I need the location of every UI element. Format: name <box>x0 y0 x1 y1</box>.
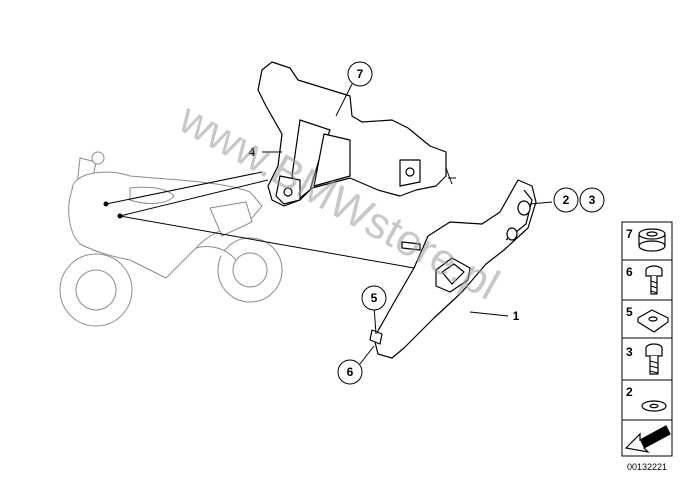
callout-5: 5 <box>361 285 387 311</box>
callout-label: 1 <box>513 309 520 323</box>
callout-label: 5 <box>371 291 378 305</box>
mount-point-dot <box>117 213 123 219</box>
callout-7: 7 <box>347 61 373 87</box>
callout-label: 7 <box>357 67 364 81</box>
direction-arrow-icon <box>624 425 671 453</box>
callout-label: 2 <box>563 193 570 207</box>
callout-4: 4 <box>249 145 256 159</box>
callout-3: 3 <box>579 187 605 213</box>
clip-nut-icon <box>637 309 669 333</box>
callout-label: 3 <box>589 193 596 207</box>
washer-icon <box>641 400 667 412</box>
callout-6: 6 <box>337 359 363 385</box>
screw-icon <box>645 265 663 295</box>
legend-label: 7 <box>626 227 633 241</box>
leader-lines <box>103 83 553 365</box>
upper-bracket <box>257 61 456 207</box>
callout-1: 1 <box>513 309 520 323</box>
callout-label: 6 <box>347 365 354 379</box>
mount-point-dot <box>103 201 109 207</box>
grommet-icon <box>638 228 666 252</box>
legend-label: 5 <box>626 305 633 319</box>
callout-2: 2 <box>553 187 579 213</box>
legend-label: 3 <box>626 345 633 359</box>
motorcycle-outline <box>59 151 283 327</box>
legend-label: 6 <box>626 265 633 279</box>
legend-label: 2 <box>626 385 633 399</box>
parts-legend: 7 6 5 3 2 <box>621 221 673 472</box>
reference-number: 00132221 <box>627 462 667 472</box>
callout-label: 4 <box>249 145 256 159</box>
hex-socket-screw-icon <box>645 343 663 375</box>
side-cover <box>369 179 537 359</box>
